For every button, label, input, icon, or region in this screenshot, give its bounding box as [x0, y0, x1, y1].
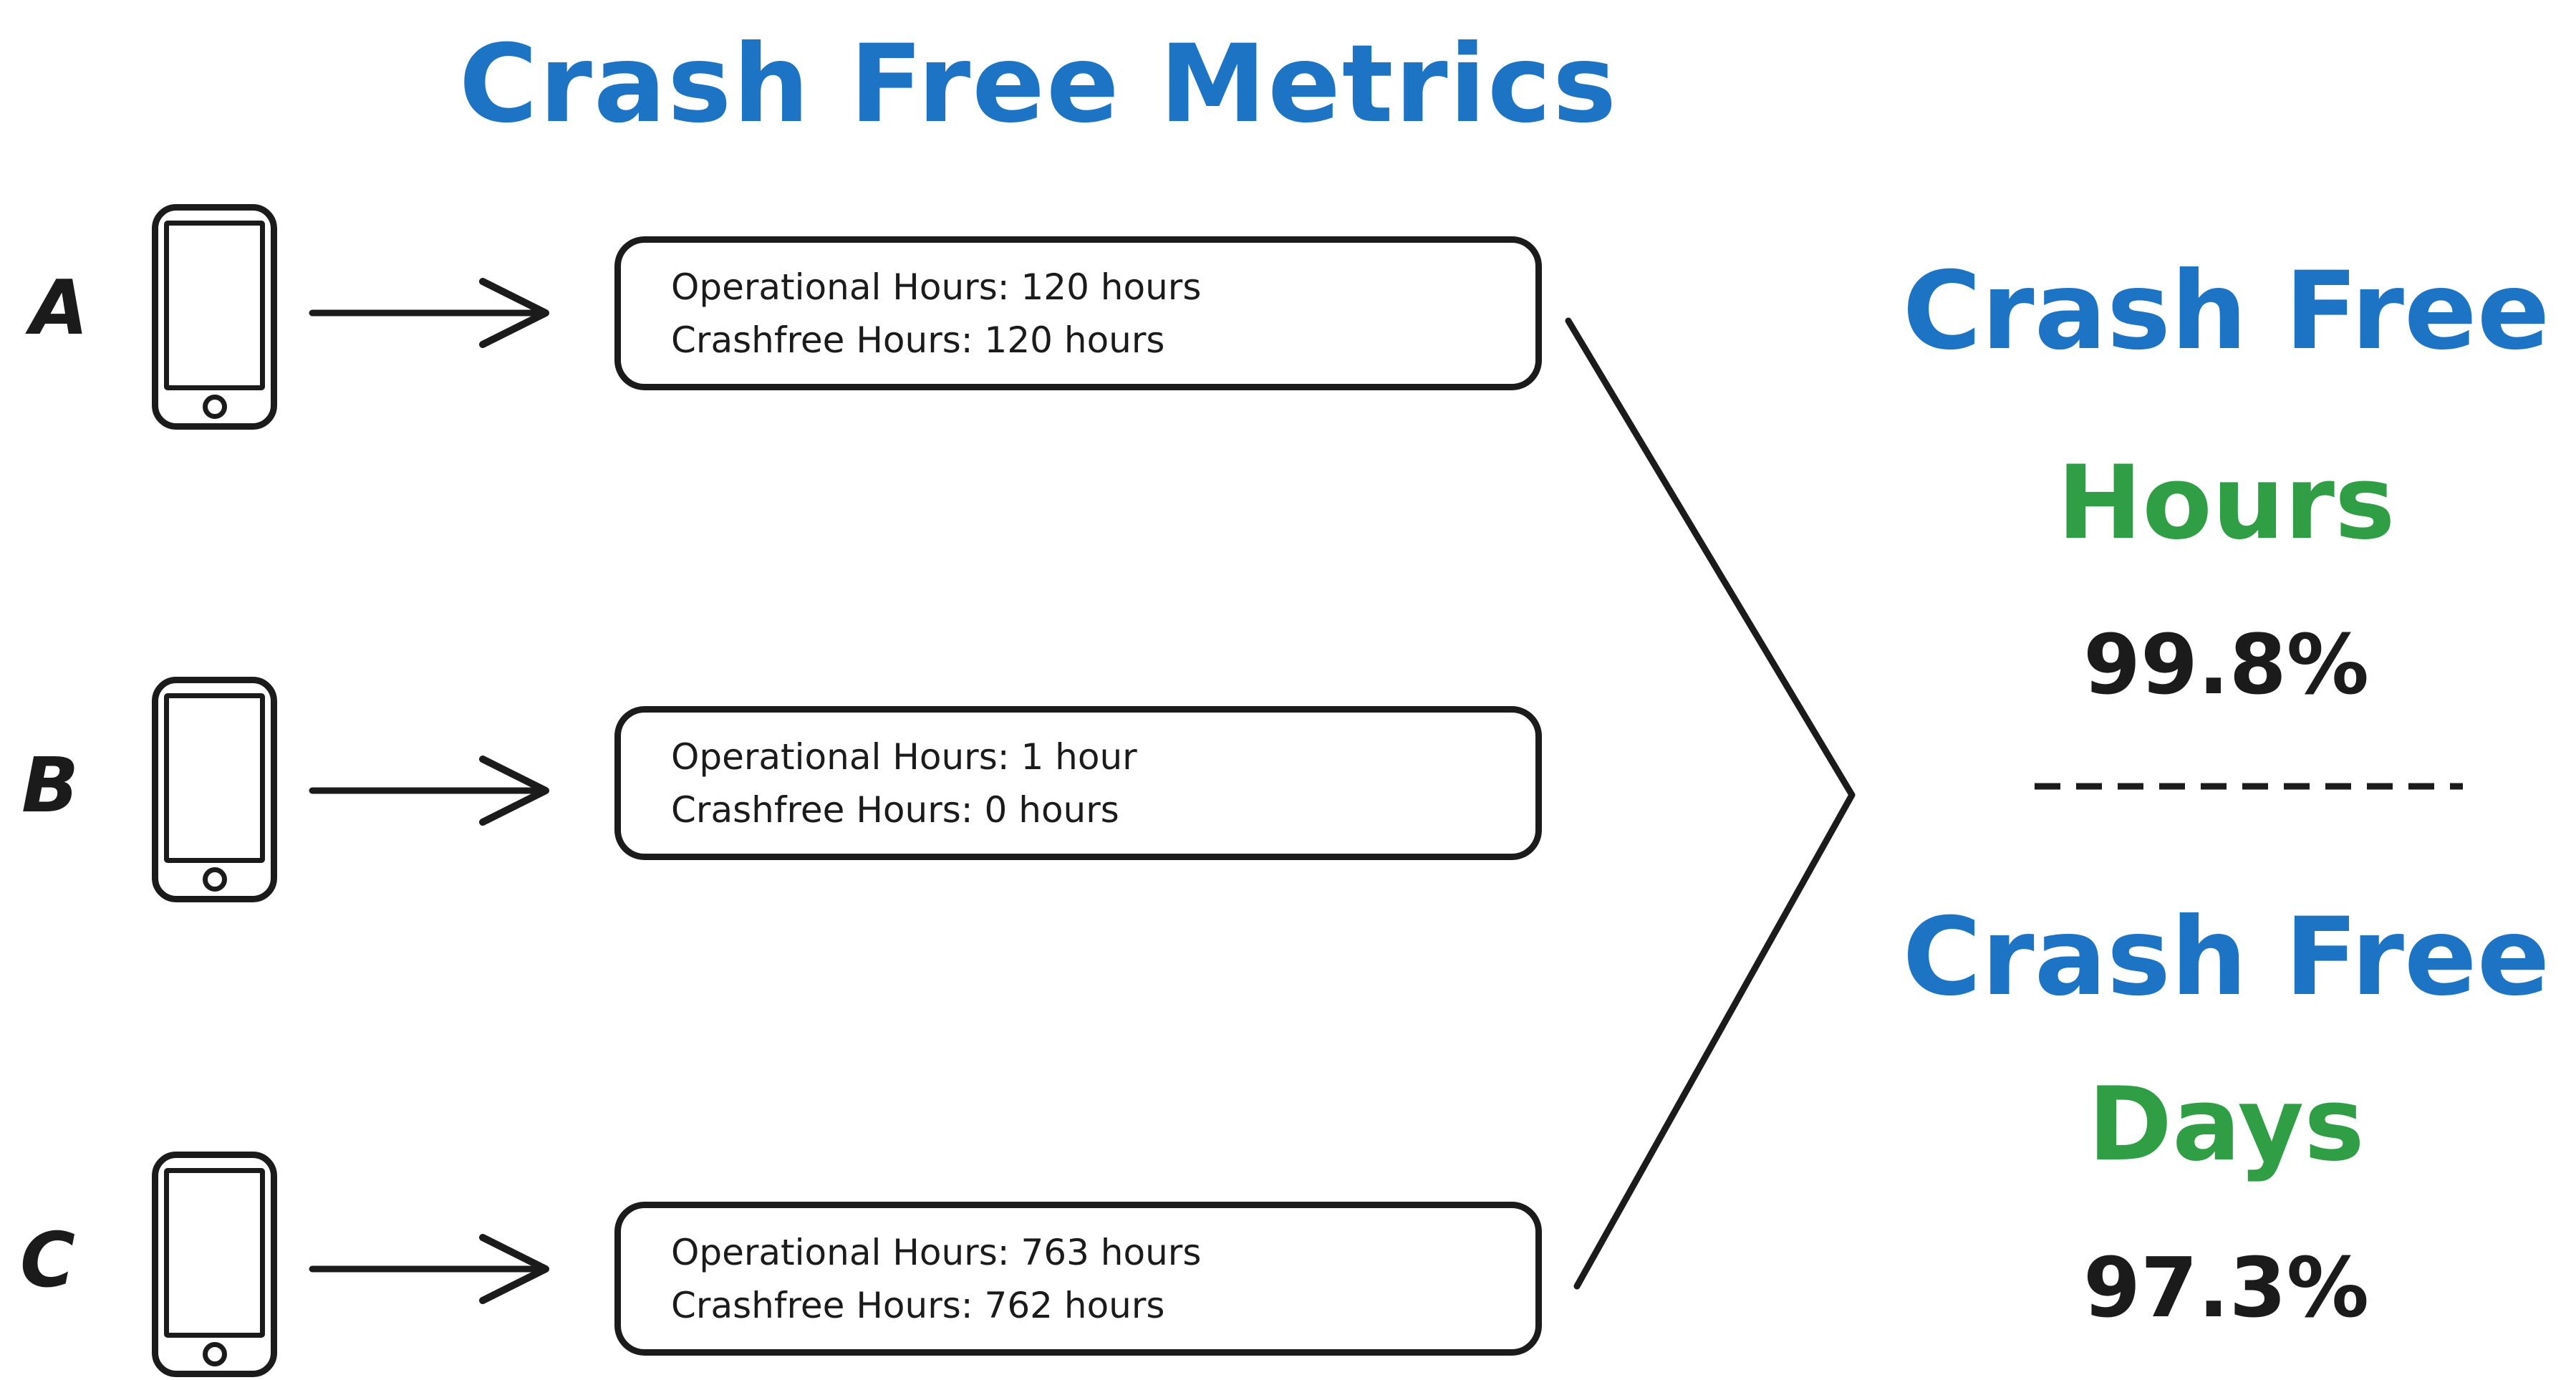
phone-icon: [152, 677, 277, 902]
phone-home-button-icon: [202, 395, 227, 419]
operational-hours-line: Operational Hours: 1 hour: [671, 735, 1137, 778]
crash-free-hours-value: 99.8%: [2083, 617, 2369, 713]
crash-free-days-unit: Days: [2088, 1066, 2365, 1184]
crash-free-hours-title: Crash Free: [1902, 249, 2550, 374]
arrow-right-icon: [309, 756, 549, 826]
device-b-info-box: Operational Hours: 1 hour Crashfree Hour…: [614, 706, 1542, 860]
arrow-right-icon: [309, 278, 549, 348]
crash-free-hours-unit: Hours: [2057, 444, 2396, 562]
phone-icon: [152, 204, 277, 430]
crash-free-days-title: Crash Free: [1902, 895, 2550, 1020]
operational-hours-line: Operational Hours: 763 hours: [671, 1231, 1202, 1273]
dashed-divider: [2035, 783, 2463, 790]
crashfree-hours-line: Crashfree Hours: 0 hours: [671, 788, 1119, 831]
device-label-c: C: [20, 1217, 76, 1304]
operational-hours-line: Operational Hours: 120 hours: [671, 266, 1202, 308]
phone-screen: [164, 693, 265, 863]
device-c-info-box: Operational Hours: 763 hours Crashfree H…: [614, 1202, 1542, 1356]
phone-screen: [164, 221, 265, 390]
device-label-b: B: [21, 742, 79, 829]
phone-screen: [164, 1168, 265, 1338]
device-a-info-box: Operational Hours: 120 hours Crashfree H…: [614, 236, 1542, 390]
crashfree-hours-line: Crashfree Hours: 120 hours: [671, 319, 1165, 361]
phone-home-button-icon: [202, 1342, 227, 1366]
arrow-right-icon: [309, 1234, 549, 1304]
device-label-a: A: [30, 264, 89, 352]
page-title: Crash Free Metrics: [458, 22, 1619, 147]
merge-chevron-icon: [1565, 317, 1856, 1290]
phone-home-button-icon: [202, 867, 227, 892]
phone-icon: [152, 1152, 277, 1377]
crash-free-days-value: 97.3%: [2083, 1240, 2369, 1336]
crashfree-hours-line: Crashfree Hours: 762 hours: [671, 1284, 1165, 1326]
